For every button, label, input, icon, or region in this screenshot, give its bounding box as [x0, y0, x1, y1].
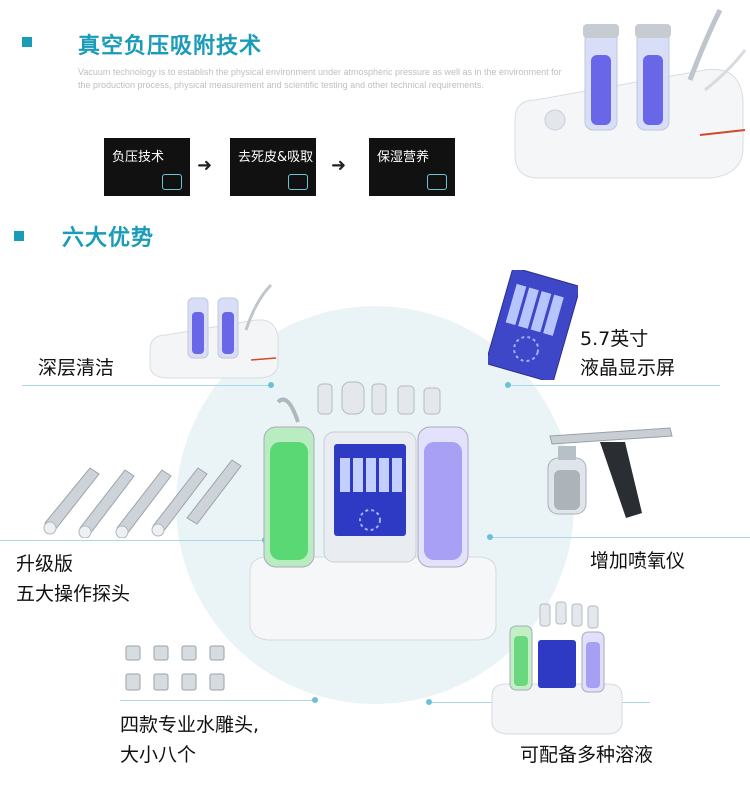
feature-solution: 可配备多种溶液 — [520, 744, 654, 766]
section1-description: Vacuum technology is to establish the ph… — [78, 67, 562, 90]
connector-dot — [268, 382, 274, 388]
face-icon — [427, 174, 447, 190]
feature-tips-line1: 四款专业水雕头, — [120, 714, 260, 736]
connector-dot — [312, 697, 318, 703]
connector-line — [490, 537, 750, 538]
connector-dot — [487, 534, 493, 540]
flow-step-2: 去死皮&吸取 — [230, 138, 316, 196]
connector-line — [510, 385, 720, 386]
section2-marker — [14, 231, 24, 241]
deep-clean-device-image — [149, 283, 279, 379]
probes-image — [43, 459, 242, 538]
main-device-image — [249, 381, 497, 641]
flow-step-3: 保湿营养 — [369, 138, 455, 196]
feature-tips-line2: 大小八个 — [120, 744, 197, 766]
flow-step-2-label: 去死皮&吸取 — [238, 150, 314, 165]
feature-probes-line1: 升级版 — [16, 553, 74, 575]
section1-marker — [22, 37, 32, 47]
section1-title: 真空负压吸附技术 — [78, 34, 263, 59]
flow-step-1-label: 负压技术 — [112, 150, 165, 165]
feature-oxygen: 增加喷氧仪 — [590, 550, 686, 572]
arrow-right-icon: ➜ — [331, 155, 347, 176]
face-icon — [162, 174, 182, 190]
face-icon — [288, 174, 308, 190]
feature-deep-clean: 深层清洁 — [38, 357, 115, 379]
section2-title: 六大优势 — [62, 226, 155, 251]
feature-probes-line2: 五大操作探头 — [16, 583, 131, 605]
connector-line — [120, 700, 315, 701]
connector-dot — [426, 699, 432, 705]
solution-device-image — [491, 601, 623, 735]
water-tips-image — [125, 645, 225, 691]
flow-step-1: 负压技术 — [104, 138, 190, 196]
flow-step-3-label: 保湿营养 — [377, 150, 430, 165]
connector-line — [0, 540, 265, 541]
feature-lcd-line2: 液晶显示屏 — [580, 357, 676, 379]
connector-dot — [505, 382, 511, 388]
oxygen-sprayer-image — [547, 427, 673, 518]
feature-lcd-line1: 5.7英寸 — [580, 328, 649, 350]
lcd-screen-image — [488, 270, 578, 380]
device-tanks-image — [514, 8, 747, 179]
arrow-right-icon: ➜ — [197, 155, 213, 176]
connector-line — [22, 385, 272, 386]
